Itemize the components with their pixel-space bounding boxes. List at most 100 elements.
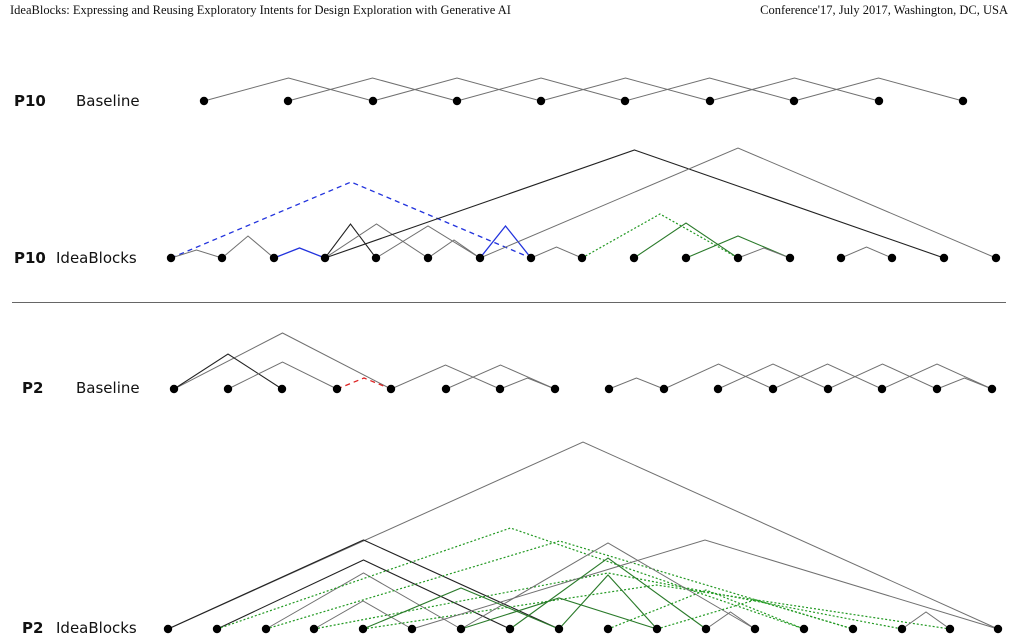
p10-baseline-link <box>456 77 626 102</box>
p2-ideablocks-link <box>460 542 756 630</box>
p10-ideablocks-link <box>273 247 326 259</box>
p10-baseline-node <box>368 96 378 106</box>
p2-ideablocks-link <box>216 559 511 630</box>
p2-ideablocks-node <box>261 624 271 634</box>
row-participant-p10-ideablocks: P10 <box>14 249 46 267</box>
p2-baseline-link <box>936 377 993 390</box>
p2-ideablocks-link <box>313 572 903 630</box>
p10-ideablocks-node <box>269 253 279 263</box>
p2-ideablocks-link <box>167 539 560 630</box>
p2-baseline-link <box>173 332 392 390</box>
p10-baseline-node <box>452 96 462 106</box>
p10-ideablocks-node <box>320 253 330 263</box>
p10-ideablocks-link <box>221 235 275 259</box>
p10-ideablocks-link <box>170 181 532 259</box>
p2-ideablocks-node <box>652 624 662 634</box>
p2-ideablocks-node <box>848 624 858 634</box>
p2-ideablocks-node <box>358 624 368 634</box>
p10-ideablocks-link <box>324 149 945 259</box>
p2-baseline-node <box>332 384 342 394</box>
p10-baseline-node <box>199 96 209 106</box>
p2-baseline-node <box>659 384 669 394</box>
p2-ideablocks-node <box>750 624 760 634</box>
p2-baseline-link <box>881 363 993 390</box>
p10-ideablocks-link <box>479 224 532 259</box>
p2-baseline-node <box>277 384 287 394</box>
p10-ideablocks-link <box>479 147 997 259</box>
p2-baseline-node <box>987 384 997 394</box>
p10-ideablocks-link <box>840 246 893 259</box>
p10-ideablocks-link <box>427 239 481 259</box>
p2-ideablocks-node <box>212 624 222 634</box>
p2-baseline-node <box>169 384 179 394</box>
p10-ideablocks-node <box>887 253 897 263</box>
p10-ideablocks-link <box>530 246 583 259</box>
p2-ideablocks-link <box>313 600 413 630</box>
p2-baseline-diagram <box>169 332 997 394</box>
p2-ideablocks-link <box>607 589 805 630</box>
p2-baseline-link <box>499 377 556 390</box>
p10-ideablocks-node <box>991 253 1001 263</box>
p10-ideablocks-link <box>170 249 223 259</box>
p10-ideablocks-node <box>939 253 949 263</box>
p2-ideablocks-link <box>460 597 658 630</box>
section-divider <box>12 302 1006 303</box>
running-header-venue: Conference'17, July 2017, Washington, DC… <box>760 3 1008 17</box>
p10-baseline-link <box>540 77 711 102</box>
p2-baseline-link <box>445 364 556 390</box>
p2-baseline-node <box>386 384 396 394</box>
p10-ideablocks-link <box>375 225 481 259</box>
p10-ideablocks-node <box>733 253 743 263</box>
p2-baseline-node <box>550 384 560 394</box>
p2-ideablocks-node <box>945 624 955 634</box>
p2-baseline-node <box>441 384 451 394</box>
row-condition-p10-ideablocks: IdeaBlocks <box>56 249 137 267</box>
row-participant-p2-ideablocks: P2 <box>22 619 44 637</box>
p2-baseline-link <box>663 363 774 390</box>
p2-ideablocks-node <box>505 624 515 634</box>
p10-baseline-node <box>536 96 546 106</box>
p10-ideablocks-node <box>423 253 433 263</box>
p10-ideablocks-link <box>737 247 791 259</box>
p2-ideablocks-node <box>407 624 417 634</box>
p2-ideablocks-link <box>265 540 854 630</box>
p2-ideablocks-link <box>509 557 707 630</box>
p10-baseline-node <box>789 96 799 106</box>
p10-ideablocks-link <box>633 222 739 259</box>
p2-ideablocks-node <box>993 624 1003 634</box>
p10-ideablocks-node <box>836 253 846 263</box>
row-condition-p2-ideablocks: IdeaBlocks <box>56 619 137 637</box>
p2-baseline-node <box>823 384 833 394</box>
p10-baseline-link <box>624 77 795 102</box>
p10-baseline-link <box>287 77 458 102</box>
running-header-title: IdeaBlocks: Expressing and Reusing Explo… <box>10 3 511 17</box>
p2-ideablocks-node <box>897 624 907 634</box>
p10-ideablocks-node <box>166 253 176 263</box>
p10-ideablocks-link <box>581 213 739 259</box>
p2-baseline-link <box>336 377 392 390</box>
p2-ideablocks-node <box>603 624 613 634</box>
p10-baseline-diagram <box>199 77 968 106</box>
row-condition-p10-baseline: Baseline <box>76 92 140 110</box>
p2-ideablocks-link <box>901 611 951 630</box>
p10-ideablocks-link <box>324 223 429 259</box>
p2-baseline-link <box>227 361 338 390</box>
row-participant-p2-baseline: P2 <box>22 379 44 397</box>
p10-ideablocks-node <box>577 253 587 263</box>
p10-ideablocks-diagram <box>166 147 1001 263</box>
p2-baseline-link <box>772 363 883 390</box>
p2-ideablocks-diagram <box>163 441 1003 634</box>
p10-ideablocks-node <box>785 253 795 263</box>
p2-baseline-link <box>827 363 938 390</box>
p2-baseline-link <box>717 363 829 390</box>
p10-baseline-node <box>874 96 884 106</box>
p2-ideablocks-link <box>705 611 756 630</box>
p2-ideablocks-node <box>163 624 173 634</box>
p10-baseline-link <box>793 77 964 102</box>
p10-ideablocks-node <box>475 253 485 263</box>
p2-ideablocks-node <box>309 624 319 634</box>
row-participant-p10-baseline: P10 <box>14 92 46 110</box>
p2-ideablocks-link <box>411 539 999 630</box>
p2-ideablocks-node <box>701 624 711 634</box>
p10-ideablocks-link <box>324 223 377 259</box>
